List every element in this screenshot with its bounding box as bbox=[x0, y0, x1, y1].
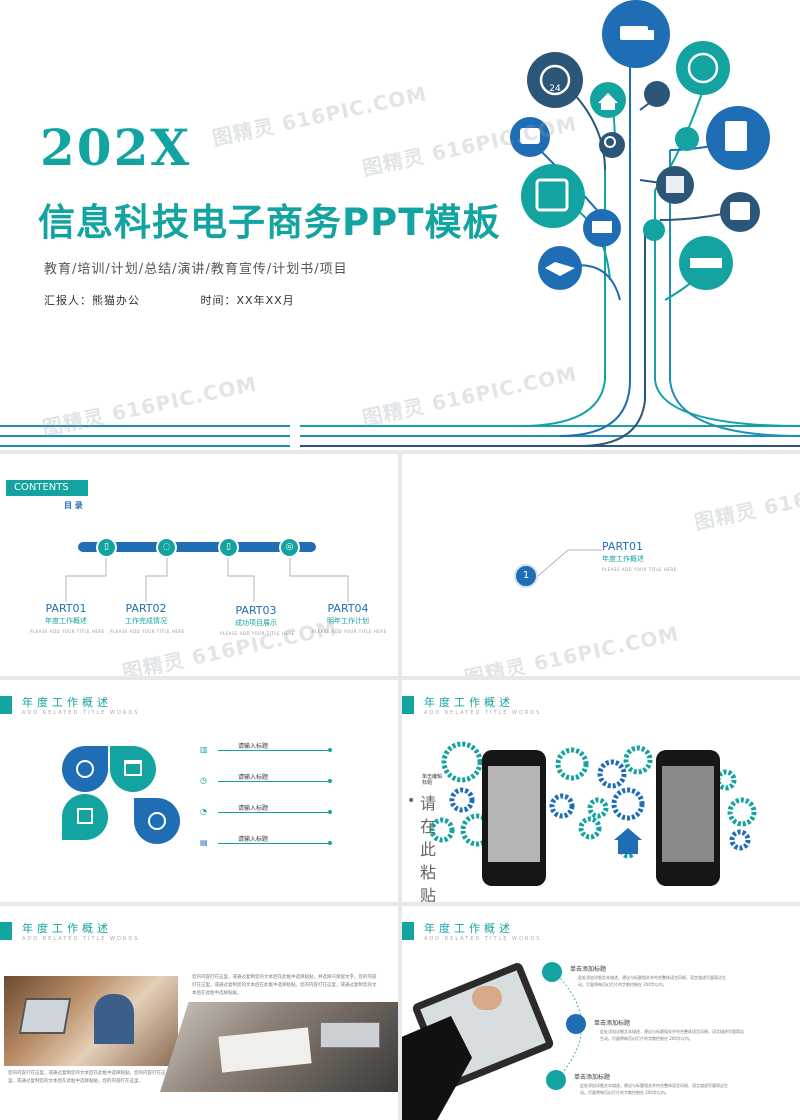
cover-time[interactable]: 时间：XX年XX月 bbox=[200, 294, 295, 307]
section-subtitle: ADD RELATED TITLE WORDS bbox=[22, 710, 140, 716]
list-item-2-title[interactable]: 单击添加标题 bbox=[594, 1020, 631, 1027]
laptop-photo bbox=[4, 976, 178, 1066]
section-subtitle: ADD RELATED TITLE WORDS bbox=[424, 710, 542, 716]
section-title: 年度工作概述 bbox=[22, 922, 112, 935]
home-icon bbox=[614, 828, 642, 854]
clock-small-icon: ◷ bbox=[200, 776, 207, 785]
row-dot bbox=[328, 841, 332, 845]
list-item-3-title[interactable]: 单击添加标题 bbox=[574, 1074, 611, 1081]
row-divider bbox=[218, 750, 328, 751]
section-subtitle: ADD RELATED TITLE WORDS bbox=[424, 936, 542, 942]
part-item-3[interactable]: PART03 成功项目展示 PLEASE ADD YOUR TITLE HERE bbox=[220, 604, 295, 636]
part01-connector bbox=[537, 549, 602, 577]
part01-number-badge[interactable]: 1 bbox=[514, 564, 538, 588]
part01-label[interactable]: PART01 年度工作概述 PLEASE ADD YOUR TITLE HERE bbox=[602, 540, 677, 572]
cover-title[interactable]: 信息科技电子商务PPT模板 bbox=[38, 201, 501, 244]
timeline-bar bbox=[78, 542, 316, 552]
calendar-icon bbox=[77, 808, 93, 824]
cover-meta: 汇报人：熊猫办公 时间：XX年XX月 bbox=[44, 292, 351, 308]
pie-small-icon: ◔ bbox=[200, 807, 207, 816]
part-item-1[interactable]: PART01 年度工作概述 PLEASE ADD YOUR TITLE HERE bbox=[30, 602, 105, 634]
list-item-1-text[interactable]: 此处添加详细文本描述，建议与标题相关并符合整体语言风格，语言描述尽量简洁生动。尽… bbox=[578, 975, 726, 987]
phone-right bbox=[656, 750, 720, 886]
section-marker bbox=[402, 696, 414, 714]
row-dot bbox=[328, 810, 332, 814]
calendar-small-icon: ▤ bbox=[200, 838, 208, 847]
bullet-dot: • bbox=[407, 793, 416, 809]
paragraph-bottom[interactable]: 您的内容打在这里，或通过复制您的文本后在此框中选择粘贴，您的内容打在这里，或通过… bbox=[8, 1071, 166, 1084]
list-item-2-icon bbox=[566, 1014, 586, 1034]
overview-photos-slide[interactable]: 年度工作概述 ADD RELATED TITLE WORDS 您的内容打在这里，… bbox=[0, 906, 398, 1120]
row-label[interactable]: 请输入标题 bbox=[238, 836, 269, 843]
svg-text:24: 24 bbox=[549, 84, 561, 94]
cover-slide[interactable]: 24 bbox=[0, 0, 800, 450]
bullet-small-text[interactable]: 单击编辑标题 bbox=[422, 774, 443, 786]
mobile-icon[interactable]: ▯ bbox=[218, 537, 239, 558]
cover-subtitle[interactable]: 教育/培训/计划/总结/演讲/教育宣传/计划书/项目 bbox=[44, 262, 348, 277]
row-dot bbox=[328, 779, 332, 783]
list-item-2-text[interactable]: 此处添加详细文本描述，建议与标题相关并符合整体语言风格，语言描述尽量简洁生动。尽… bbox=[600, 1029, 744, 1041]
hand-skin bbox=[472, 986, 502, 1010]
gears-illustration bbox=[429, 741, 757, 859]
row-label[interactable]: 请输入标题 bbox=[238, 805, 269, 812]
bank-icon bbox=[124, 760, 142, 776]
section-marker bbox=[0, 922, 12, 940]
row-divider bbox=[218, 812, 328, 813]
overview-icons-slide[interactable]: 年度工作概述 ADD RELATED TITLE WORDS ▥ 请输入标题 ◷… bbox=[0, 680, 398, 902]
timeline-connectors bbox=[65, 558, 349, 602]
contents-badge: CONTENTS bbox=[6, 480, 88, 496]
cover-reporter[interactable]: 汇报人：熊猫办公 bbox=[44, 294, 140, 307]
row-dot bbox=[328, 748, 332, 752]
bank-tile[interactable] bbox=[110, 746, 156, 792]
row-divider bbox=[218, 781, 328, 782]
section-marker bbox=[0, 696, 12, 714]
overview-tablet-slide[interactable]: 年度工作概述 ADD RELATED TITLE WORDS 单击添加标题 此处… bbox=[402, 906, 800, 1120]
contents-label: 目 录 bbox=[64, 501, 83, 510]
calendar-tile[interactable] bbox=[62, 794, 108, 840]
section-title: 年度工作概述 bbox=[22, 696, 112, 709]
tech-tree-illustration: 24 bbox=[0, 0, 800, 447]
list-item-3-icon bbox=[546, 1070, 566, 1090]
cover-year: 202X bbox=[40, 118, 192, 177]
part-item-4[interactable]: PART04 明年工作计划 PLEASE ADD YOUR TITLE HERE bbox=[312, 602, 387, 634]
section-title: 年度工作概述 bbox=[424, 696, 514, 709]
bank-small-icon: ▥ bbox=[200, 745, 208, 754]
section-marker bbox=[402, 922, 414, 940]
row-label[interactable]: 请输入标题 bbox=[238, 774, 269, 781]
phone-icon[interactable]: ▯ bbox=[96, 537, 117, 558]
row-label[interactable]: 请输入标题 bbox=[238, 743, 269, 750]
paragraph-top[interactable]: 您的内容打在这里，或通过复制您的文本后在此框中选择粘贴，并选择只保留文字。您的内… bbox=[192, 975, 377, 996]
contents-slide[interactable]: CONTENTS 目 录 ▯ ◌ ▯ ◎ PART01 年度工作概述 PLEAS… bbox=[0, 454, 398, 676]
part01-slide[interactable]: 1 PART01 年度工作概述 PLEASE ADD YOUR TITLE HE… bbox=[402, 454, 800, 676]
overview-phones-slide[interactable]: 年度工作概述 ADD RELATED TITLE WORDS bbox=[402, 680, 800, 902]
row-divider bbox=[218, 843, 328, 844]
part-item-2[interactable]: PART02 工作完成情况 PLEASE ADD YOUR TITLE HERE bbox=[110, 602, 185, 634]
writing-photo bbox=[160, 1002, 398, 1092]
section-title: 年度工作概述 bbox=[424, 922, 514, 935]
camera-icon[interactable]: ◎ bbox=[279, 537, 300, 558]
bullet-large-text[interactable]: 请在此粘贴 bbox=[420, 794, 437, 902]
list-item-1-title[interactable]: 单击添加标题 bbox=[570, 966, 607, 973]
tree-icon-circles: 24 bbox=[510, 0, 770, 290]
chart-tile[interactable] bbox=[62, 746, 108, 792]
list-item-3-text[interactable]: 此处添加详细文本描述，建议与标题相关并符合整体语言风格，语言描述尽量简洁生动。尽… bbox=[580, 1083, 728, 1095]
clock-icon bbox=[148, 812, 166, 830]
section-subtitle: ADD RELATED TITLE WORDS bbox=[22, 936, 140, 942]
pie-chart-icon bbox=[76, 760, 94, 778]
chat-icon[interactable]: ◌ bbox=[156, 537, 177, 558]
phone-left bbox=[482, 750, 546, 886]
list-item-1-icon bbox=[542, 962, 562, 982]
clock-tile[interactable] bbox=[134, 798, 180, 844]
